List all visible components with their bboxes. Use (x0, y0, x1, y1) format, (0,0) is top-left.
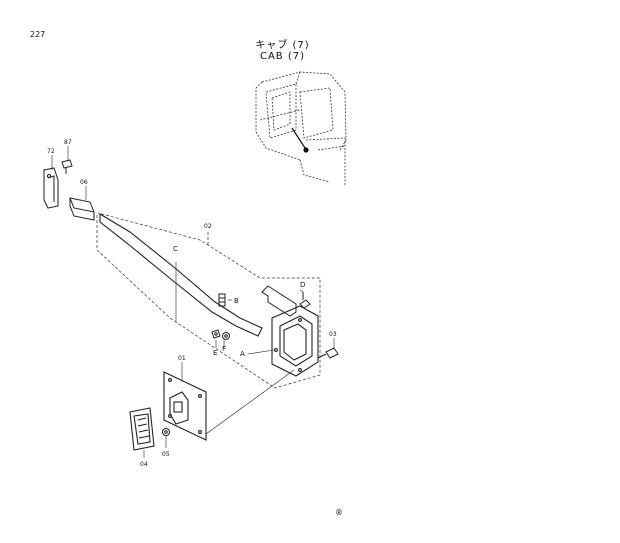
bolt-b (218, 293, 226, 307)
callout-72: 72 (47, 148, 55, 155)
bracket-72 (43, 167, 59, 209)
callout-05: 05 (162, 451, 170, 458)
cab-locator-inset (255, 71, 347, 185)
callout-f: F (222, 345, 226, 353)
callout-02: 02 (204, 223, 212, 230)
leader-lines (143, 262, 335, 458)
page-number: 227 (30, 30, 46, 39)
bracket-arm (261, 285, 297, 317)
callout-c: C (173, 245, 178, 253)
title-english: CAB (7) (259, 51, 306, 62)
nut-05 (162, 428, 170, 436)
footer-registered-mark: ® (335, 508, 343, 517)
switch-04 (129, 407, 155, 451)
callout-b: B (234, 297, 239, 305)
callout-04: 04 (140, 461, 148, 468)
title-japanese: キャブ (7) (255, 40, 310, 51)
assembly-02-outline (96, 212, 321, 389)
nut-e (211, 329, 221, 339)
bolt-d (299, 292, 311, 309)
cab-locator-marker (291, 127, 309, 153)
housing-a (271, 305, 319, 377)
leaders-upper-left (51, 146, 87, 200)
panel-01 (163, 371, 207, 441)
callout-06: 06 (80, 179, 88, 186)
callout-a: A (240, 350, 245, 358)
bolt-03 (317, 347, 339, 359)
callout-e: E (213, 349, 217, 357)
callout-87: 87 (64, 139, 72, 146)
nut-f (222, 332, 230, 340)
callout-03: 03 (329, 331, 337, 338)
diagram-title: キャブ (7) CAB (7) (0, 36, 620, 62)
control-rod-c (99, 213, 263, 337)
callout-d: D (300, 281, 305, 289)
bolt-87 (61, 159, 73, 174)
block-06 (69, 197, 95, 221)
callout-01: 01 (178, 355, 186, 362)
